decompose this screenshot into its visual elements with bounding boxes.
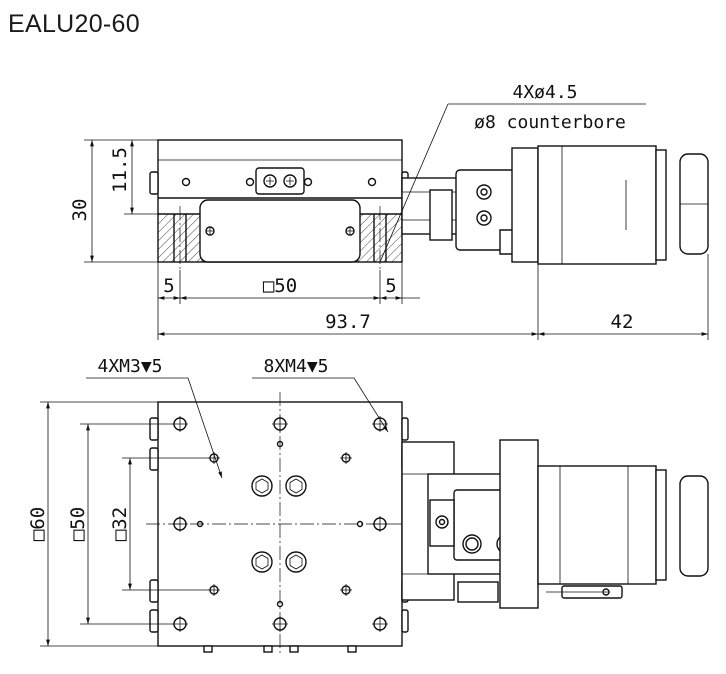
top-motor-knob <box>679 475 709 577</box>
dim-margin-left: 5 <box>163 275 174 297</box>
note-counterbore: ø8 counterbore <box>474 112 626 133</box>
dim-motor: 42 <box>611 311 634 333</box>
dim-margin-right: 5 <box>385 275 396 297</box>
side-view: 30 11.5 5 □50 5 93.7 42 4Xø4.5 ø8 counte… <box>69 82 709 340</box>
page-title: EALU20-60 <box>8 10 140 38</box>
note-holes: 4Xø4.5 <box>512 82 577 103</box>
dim-square-side: □50 <box>263 275 297 297</box>
note-m4-holes: 8XM4▼5 <box>263 356 328 377</box>
dim-height-total: 30 <box>69 199 91 222</box>
socket-screws <box>251 475 307 573</box>
dim-outer-square: □60 <box>27 507 49 541</box>
dim-length: 93.7 <box>325 311 371 333</box>
dim-inner-square: □32 <box>109 507 131 541</box>
dim-height-top: 11.5 <box>109 147 131 193</box>
note-m3-holes: 4XM3▼5 <box>97 356 162 377</box>
top-view: □60 □50 □32 4XM3▼5 8XM4▼5 <box>27 356 709 656</box>
dim-mid-square: □50 <box>67 507 89 541</box>
